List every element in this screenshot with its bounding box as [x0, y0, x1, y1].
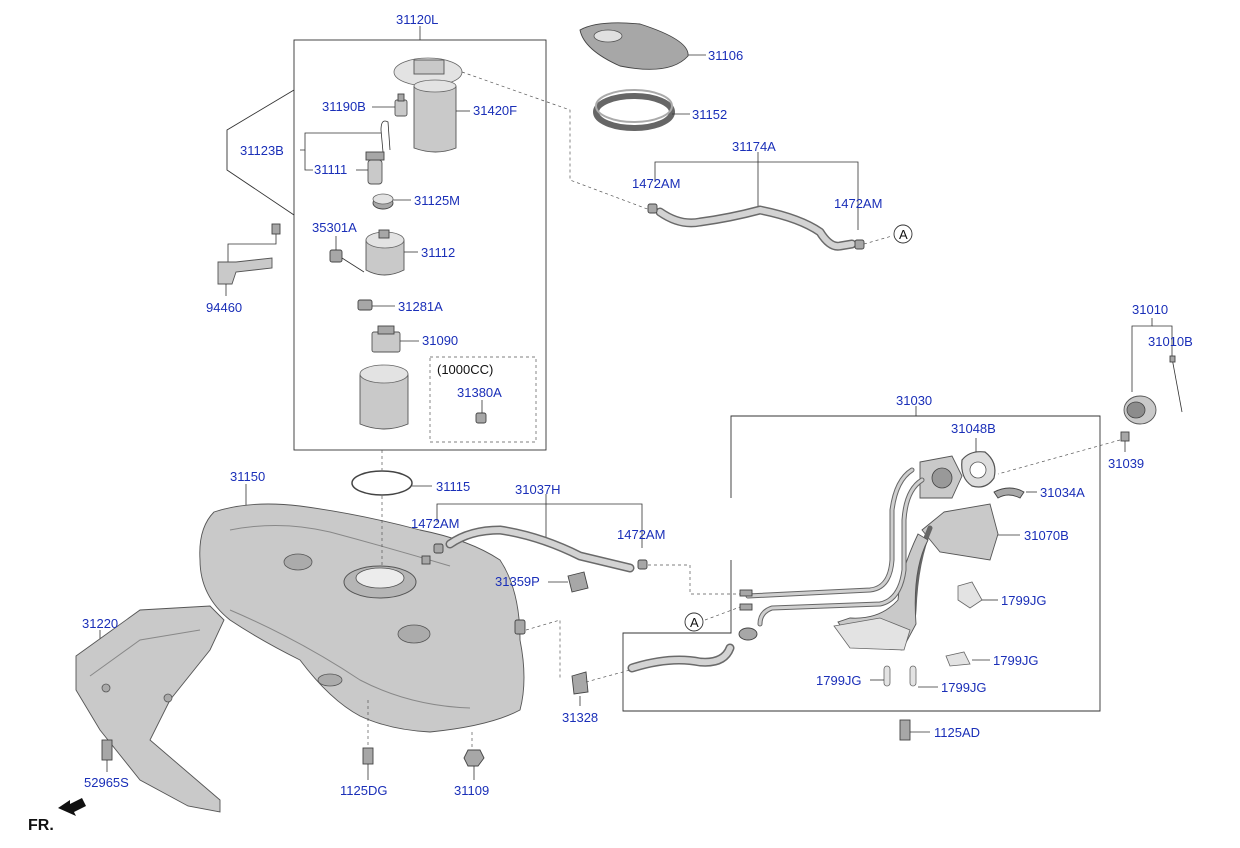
label-31048B: 31048B — [951, 421, 996, 436]
label-1799JG-a: 1799JG — [1001, 593, 1047, 608]
boot-31070B — [921, 503, 1020, 561]
heat-shield-31220 — [75, 605, 225, 813]
label-31090: 31090 — [422, 333, 458, 348]
label-ref-A-1: A — [899, 227, 908, 242]
bolt-1125AD — [899, 719, 930, 741]
pad-1799JG-b — [945, 651, 971, 667]
fuel-tank-31150 — [199, 484, 526, 733]
label-1799JG-d: 1799JG — [941, 680, 987, 695]
label-1472AM-a: 1472AM — [632, 176, 680, 191]
label-31115: 31115 — [436, 479, 470, 494]
hose-31174A — [647, 152, 913, 251]
cover-31106 — [579, 22, 706, 70]
wire-31123B — [380, 120, 391, 153]
pressure-sensor-35301A — [329, 249, 365, 273]
label-31359P: 31359P — [495, 574, 540, 589]
nut-31109 — [463, 732, 485, 780]
hose-clamp — [738, 627, 758, 641]
label-31037H: 31037H — [515, 482, 561, 497]
filter-ring-31125M — [372, 193, 394, 210]
sender-31090 — [371, 325, 401, 353]
label-31190B: 31190B — [322, 99, 366, 114]
label-1472AM-c: 1472AM — [411, 516, 459, 531]
gasket-31048B — [961, 438, 996, 488]
pump-module-bracket-left — [226, 89, 295, 216]
label-31070B: 31070B — [1024, 528, 1069, 543]
label-1799JG-c: 1799JG — [816, 673, 862, 688]
part-labels: 31120L 31106 31152 31190B 31420F 31123B … — [28, 12, 1193, 834]
clip-31328 — [525, 619, 631, 706]
clip-31359P — [548, 571, 589, 593]
label-31109: 31109 — [454, 783, 489, 798]
label-31152: 31152 — [692, 107, 727, 122]
label-ref-A-2: A — [690, 615, 699, 630]
label-31125M: 31125M — [414, 193, 460, 208]
pad-1799JG-a — [957, 581, 983, 609]
part-31380A — [475, 412, 487, 424]
lock-ring-31152 — [593, 89, 690, 131]
pump-cup — [359, 364, 409, 430]
label-1000cc: (1000CC) — [437, 362, 493, 377]
label-31034A: 31034A — [1040, 485, 1085, 500]
filler-head — [919, 455, 963, 499]
bolt-52965S — [101, 739, 113, 772]
label-31010B: 31010B — [1148, 334, 1193, 349]
label-94460: 94460 — [206, 300, 242, 315]
front-arrow-icon — [58, 798, 86, 816]
label-52965S: 52965S — [84, 775, 129, 790]
ref-circle-A-bottom — [684, 612, 704, 632]
label-31111: 31111 — [314, 162, 347, 177]
regulator-31281A — [357, 299, 373, 311]
label-front: FR. — [28, 817, 54, 834]
pad-1799JG-d — [909, 665, 917, 687]
bolt-1125DG — [362, 700, 374, 780]
clip-31034A — [993, 487, 1037, 499]
label-31039: 31039 — [1108, 456, 1144, 471]
label-31010: 31010 — [1132, 302, 1168, 317]
screw-31039 — [997, 431, 1130, 475]
bracket-lower — [833, 617, 911, 651]
dash-flange-hose — [461, 71, 651, 211]
label-31420F: 31420F — [473, 103, 517, 118]
label-31220: 31220 — [82, 616, 118, 631]
label-31328: 31328 — [562, 710, 598, 725]
pad-1799JG-c — [883, 665, 891, 687]
check-valve-31190B — [394, 93, 408, 117]
label-1125AD: 1125AD — [934, 725, 980, 740]
front-direction-marker — [58, 798, 86, 816]
pump-flange-31420F — [393, 57, 463, 153]
label-31120L: 31120L — [396, 12, 438, 27]
label-31150: 31150 — [230, 469, 265, 484]
label-31030: 31030 — [896, 393, 932, 408]
label-1799JG-b: 1799JG — [993, 653, 1039, 668]
seal-ring-31115 — [351, 450, 432, 568]
label-35301A: 35301A — [312, 220, 357, 235]
filler-box-outline — [622, 415, 1101, 712]
pump-module-group — [226, 26, 547, 451]
filler-neck-group — [622, 406, 1101, 712]
sensor-94460 — [217, 223, 281, 296]
label-31106: 31106 — [708, 48, 743, 63]
label-31281A: 31281A — [398, 299, 443, 314]
label-31123B: 31123B — [240, 143, 284, 158]
label-1472AM-d: 1472AM — [617, 527, 665, 542]
ref-circle-A-top — [893, 224, 913, 244]
hose-31037H — [433, 494, 740, 595]
reservoir-31112 — [365, 229, 405, 276]
label-1472AM-b: 1472AM — [834, 196, 882, 211]
pump-motor-31111 — [365, 151, 385, 185]
fuel-cap-31010 — [1123, 318, 1183, 425]
label-1125DG: 1125DG — [340, 783, 387, 798]
label-31112: 31112 — [421, 245, 455, 260]
label-31380A: 31380A — [457, 385, 502, 400]
label-31174A: 31174A — [732, 139, 776, 154]
